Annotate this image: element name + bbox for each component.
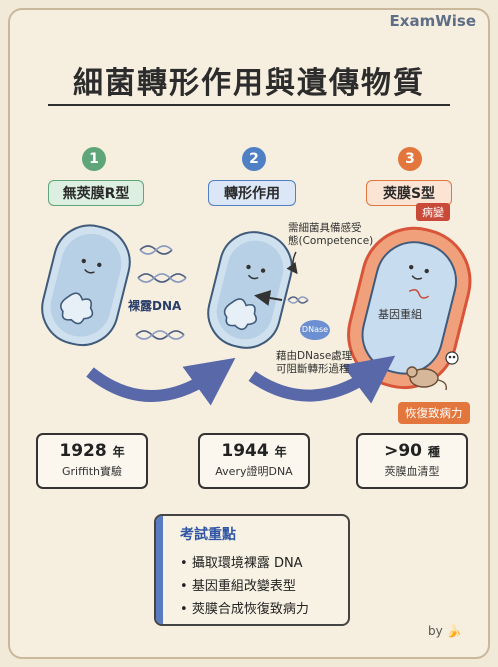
step-3-label: 莢膜S型 xyxy=(366,180,452,206)
title-underline xyxy=(48,104,450,106)
step-1-label: 無莢膜R型 xyxy=(48,180,144,206)
footer-by: by xyxy=(428,624,443,638)
competence-arrow-icon xyxy=(286,251,298,275)
pathogenic-tag: 病變 xyxy=(416,203,450,221)
key-points-box: 考試重點 • 攝取環境裸露 DNA • 基因重組改變表型 • 莢膜合成恢復致病力 xyxy=(154,514,350,626)
key-points-title: 考試重點 xyxy=(180,527,236,543)
fact-3-value: >90 xyxy=(384,441,422,461)
dna-fragment-icon xyxy=(287,296,309,304)
banana-icon: 🍌 xyxy=(446,624,462,638)
page-title: 細菌轉形作用與遺傳物質 xyxy=(73,66,425,101)
key-point-2-text: 基因重組改變表型 xyxy=(191,579,296,594)
fact-2-value: 1944 xyxy=(221,441,269,461)
key-point-3-text: 莢膜合成恢復致病力 xyxy=(191,602,309,617)
fact-3-unit: 種 xyxy=(427,445,440,459)
dna-helix-icon xyxy=(135,245,187,340)
brand-logo: ExamWise xyxy=(389,12,476,30)
step-2-label: 轉形作用 xyxy=(208,180,296,206)
flow-arrow-1-icon xyxy=(86,357,236,406)
step-1-number: 1 xyxy=(82,147,106,171)
fact-2-unit: 年 xyxy=(274,445,287,459)
fact-2-caption: Avery證明DNA xyxy=(215,465,293,478)
key-point-1-text: 攝取環境裸露 DNA xyxy=(191,556,303,571)
dnase-note-line2: 可阻斷轉形過程 xyxy=(276,363,350,375)
flow-arrow-2-icon xyxy=(248,355,396,404)
dnase-badge: DNase xyxy=(300,320,330,340)
key-point-3: • 莢膜合成恢復致病力 xyxy=(180,602,309,617)
dnase-note-line1: 藉由DNase處理 xyxy=(276,350,353,362)
fact-1-unit: 年 xyxy=(112,445,125,459)
step-2-number: 2 xyxy=(242,147,266,171)
fact-3-caption: 莢膜血清型 xyxy=(384,465,440,478)
key-point-1: • 攝取環境裸露 DNA xyxy=(180,556,303,571)
fact-box-3: >90 種 莢膜血清型 xyxy=(356,433,468,489)
key-point-2: • 基因重組改變表型 xyxy=(180,579,296,594)
step-3-number: 3 xyxy=(398,147,422,171)
competence-note-line1: 需細菌具備感受 xyxy=(288,222,362,234)
bacterium-transforming-icon xyxy=(207,231,293,349)
restore-virulence-label: 恢復致病力 xyxy=(398,402,470,424)
footer-credit: by 🍌 xyxy=(428,624,462,638)
fact-box-1: 1928 年 Griffith實驗 xyxy=(36,433,148,489)
skull-icon xyxy=(445,351,459,365)
bacterium-r-icon xyxy=(41,224,131,347)
naked-dna-label: 裸露DNA xyxy=(128,299,182,313)
competence-note-line2: 態(Competence) xyxy=(288,235,374,247)
fact-1-caption: Griffith實驗 xyxy=(61,465,123,478)
recombination-label: 基因重組 xyxy=(378,308,422,321)
fact-box-2: 1944 年 Avery證明DNA xyxy=(198,433,310,489)
uptake-arrow-icon xyxy=(254,290,283,306)
key-points-accent xyxy=(156,516,163,624)
mouse-icon xyxy=(406,366,448,391)
fact-1-value: 1928 xyxy=(59,441,107,461)
